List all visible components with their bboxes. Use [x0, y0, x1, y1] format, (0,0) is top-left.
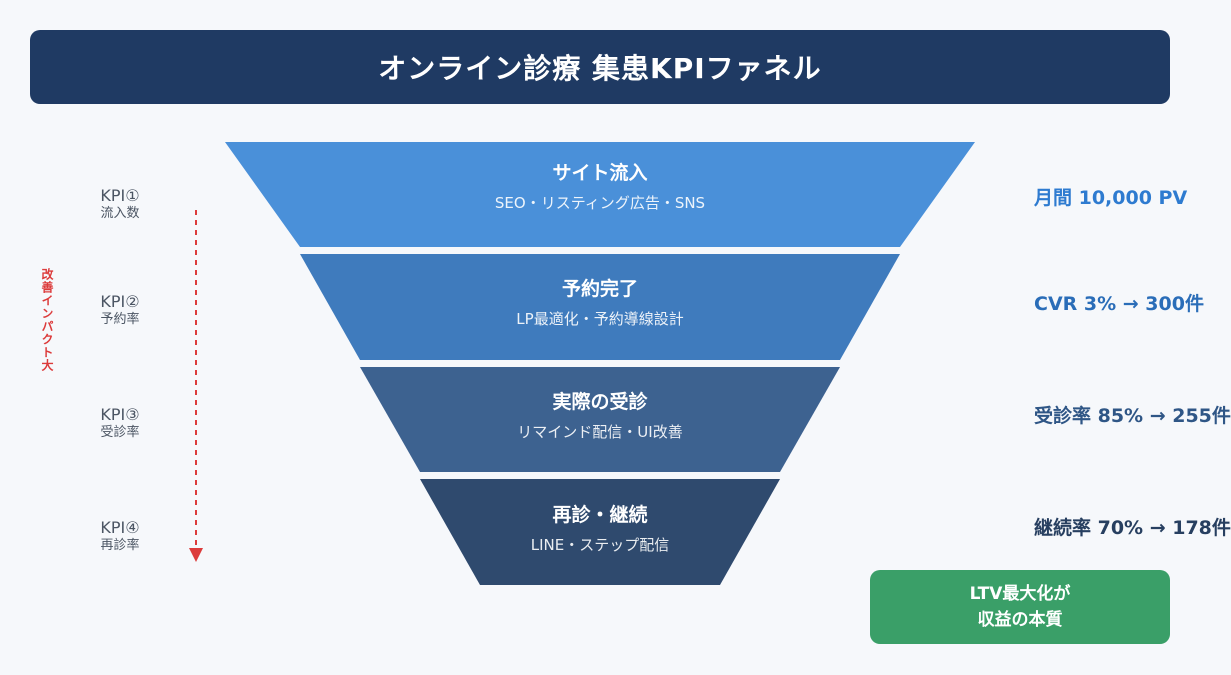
funnel-stage-1	[225, 142, 975, 247]
kpi-number: KPI①	[100, 186, 140, 205]
stage-4-title: 再診・継続	[552, 504, 648, 526]
impact-arrow-icon	[189, 210, 203, 562]
stage-3-title: 実際の受診	[552, 391, 648, 413]
kpi-number: KPI③	[100, 405, 140, 424]
funnel-stage-3	[360, 367, 840, 472]
ltv-line-1: LTV最大化が	[969, 584, 1071, 604]
ltv-callout: LTV最大化が 収益の本質	[870, 570, 1170, 644]
stage-1-text: サイト流入 SEO・リスティング広告・SNS	[400, 161, 800, 213]
impact-label: 改善インパクト大	[40, 268, 54, 372]
kpi-name: 流入数	[100, 206, 140, 221]
stage-1-subtitle: SEO・リスティング広告・SNS	[494, 194, 706, 212]
metric-4: 継続率 70% → 178件	[1034, 517, 1231, 539]
stage-1-title: サイト流入	[552, 162, 648, 184]
metric-2: CVR 3% → 300件	[1034, 293, 1204, 315]
funnel-stage-2	[300, 254, 900, 360]
kpi-label-1: KPI① 流入数	[80, 186, 160, 222]
kpi-name: 予約率	[100, 312, 140, 327]
stage-3-subtitle: リマインド配信・UI改善	[517, 423, 683, 441]
kpi-number: KPI②	[100, 292, 140, 311]
kpi-name: 受診率	[100, 425, 140, 440]
stage-2-title: 予約完了	[561, 278, 638, 300]
stage-3-text: 実際の受診 リマインド配信・UI改善	[400, 390, 800, 442]
kpi-label-4: KPI④ 再診率	[80, 518, 160, 554]
title-banner: オンライン診療 集患KPIファネル	[30, 30, 1170, 104]
metric-1: 月間 10,000 PV	[1034, 187, 1188, 209]
kpi-label-3: KPI③ 受診率	[80, 405, 160, 441]
stage-4-subtitle: LINE・ステップ配信	[530, 536, 670, 554]
kpi-name: 再診率	[100, 538, 140, 553]
funnel-diagram	[225, 142, 975, 585]
metric-3: 受診率 85% → 255件	[1034, 405, 1231, 427]
funnel-stage-4	[420, 479, 780, 585]
ltv-line-2: 収益の本質	[977, 610, 1063, 630]
stage-2-subtitle: LP最適化・予約導線設計	[516, 310, 684, 328]
kpi-number: KPI④	[100, 518, 140, 537]
page-title: オンライン診療 集患KPIファネル	[378, 52, 822, 85]
stage-4-text: 再診・継続 LINE・ステップ配信	[400, 503, 800, 555]
kpi-label-2: KPI② 予約率	[80, 292, 160, 328]
stage-2-text: 予約完了 LP最適化・予約導線設計	[400, 277, 800, 329]
